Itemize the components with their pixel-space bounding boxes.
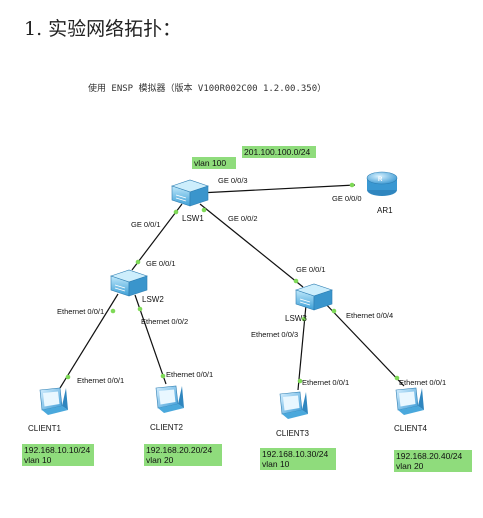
link-lsw1-ar1 [198, 184, 356, 194]
link-lsw2-client1 [59, 293, 119, 389]
port-label: Ethernet 0/0/4 [346, 311, 393, 320]
client4-vlan: vlan 20 [396, 461, 424, 471]
network-address: 201.100.100.0/24 [244, 147, 311, 157]
computer-icon[interactable] [155, 385, 184, 413]
client2-ip: 192.168.20.20/24 [146, 445, 213, 455]
page-heading: 1. 实验网络拓扑： [24, 18, 182, 40]
port-label: Ethernet 0/0/1 [57, 307, 104, 316]
client4-label: CLIENT4 [394, 424, 427, 433]
subheading: 使用 ENSP 模拟器（版本 V100R002C00 1.2.00.350） [88, 84, 327, 94]
link-lsw1-lsw3 [199, 203, 304, 288]
link-lsw3-client4 [321, 299, 405, 387]
link-dots [65, 182, 400, 384]
port-label: Ethernet 0/0/1 [399, 378, 446, 387]
router-icon[interactable]: R [366, 171, 398, 196]
vlan-label: vlan 100 [194, 158, 227, 168]
port-label: GE 0/0/1 [131, 220, 161, 229]
client2-vlan: vlan 20 [146, 455, 174, 465]
client1-vlan: vlan 10 [24, 455, 52, 465]
computer-icon[interactable] [279, 391, 308, 419]
computer-icon[interactable] [39, 387, 68, 415]
lsw3-label: LSW3 [285, 314, 307, 323]
switch-icon[interactable] [110, 269, 148, 297]
port-label: GE 0/0/1 [146, 259, 176, 268]
port-label: GE 0/0/2 [228, 214, 258, 223]
port-label: Ethernet 0/0/1 [166, 370, 213, 379]
client1-ip: 192.168.10.10/24 [24, 445, 91, 455]
port-label: GE 0/0/3 [218, 176, 248, 185]
port-label: GE 0/0/0 [332, 194, 362, 203]
client3-vlan: vlan 10 [262, 459, 290, 469]
client1-info: 192.168.10.10/24 vlan 10 [22, 444, 94, 466]
vlan-badge: vlan 100 [192, 157, 236, 169]
port-label: GE 0/0/1 [296, 265, 326, 274]
client1-label: CLIENT1 [28, 424, 61, 433]
port-label: Ethernet 0/0/1 [302, 378, 349, 387]
port-label: Ethernet 0/0/3 [251, 330, 298, 339]
client2-info: 192.168.20.20/24 vlan 20 [144, 444, 222, 466]
lsw1-label: LSW1 [182, 214, 204, 223]
client4-ip: 192.168.20.40/24 [396, 451, 463, 461]
client4-info: 192.168.20.40/24 vlan 20 [394, 450, 472, 472]
switch-icon[interactable] [295, 283, 333, 311]
client3-ip: 192.168.10.30/24 [262, 449, 329, 459]
link-lsw1-lsw2 [131, 203, 183, 271]
switch-icon[interactable] [171, 179, 209, 207]
client2-label: CLIENT2 [150, 423, 183, 432]
client3-label: CLIENT3 [276, 429, 309, 438]
lsw2-label: LSW2 [142, 295, 164, 304]
port-label: Ethernet 0/0/2 [141, 317, 188, 326]
network-address-badge: 201.100.100.0/24 [242, 146, 316, 158]
svg-text:R: R [378, 177, 383, 183]
ar1-label: AR1 [377, 206, 393, 215]
computer-icon[interactable] [395, 387, 424, 415]
port-label: Ethernet 0/0/1 [77, 376, 124, 385]
client3-info: 192.168.10.30/24 vlan 10 [260, 448, 336, 470]
